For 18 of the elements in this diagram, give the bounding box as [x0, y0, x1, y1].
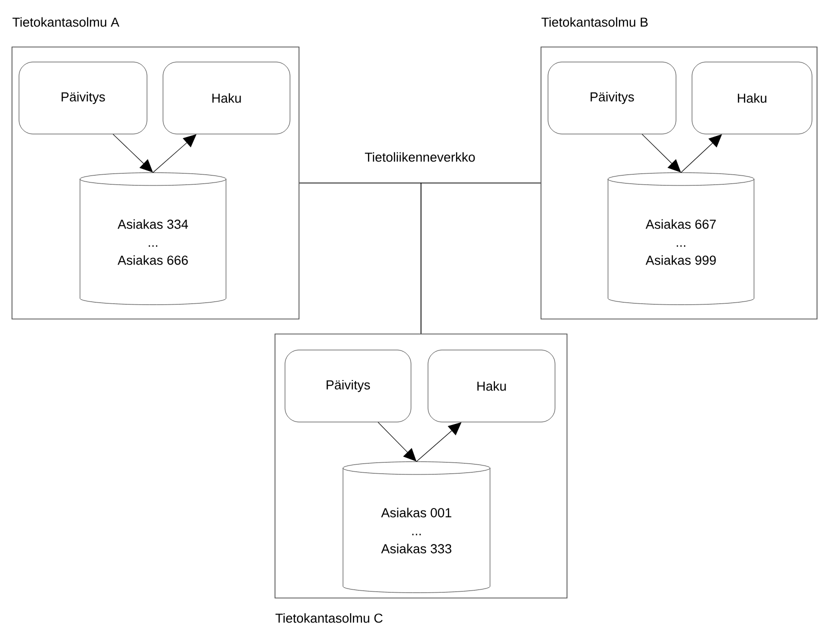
process-box: Päivitys	[284, 350, 412, 422]
process-box: Haku	[162, 62, 290, 134]
process-box: Haku	[428, 350, 556, 422]
edge-label: Tietoliikenneverkko	[364, 151, 476, 163]
arrow	[680, 134, 722, 173]
connection-line	[420, 182, 541, 334]
database-cylinder: Asiakas 667 ... Asiakas 999	[608, 172, 754, 305]
arrow	[416, 422, 462, 462]
node-heading: Tietokantasolmu A	[12, 17, 120, 27]
process-box: Päivitys	[548, 62, 676, 134]
arrow	[152, 134, 196, 173]
process-box: Päivitys	[18, 62, 148, 134]
node-heading: Tietokantasolmu C	[276, 613, 383, 623]
database-cylinder: Asiakas 001 ... Asiakas 333	[342, 462, 490, 593]
arrow	[112, 134, 153, 172]
process-box: Haku	[692, 62, 812, 134]
node-heading: Tietokantasolmu B	[542, 17, 648, 27]
database-cylinder: Asiakas 334 ... Asiakas 666	[80, 172, 226, 305]
